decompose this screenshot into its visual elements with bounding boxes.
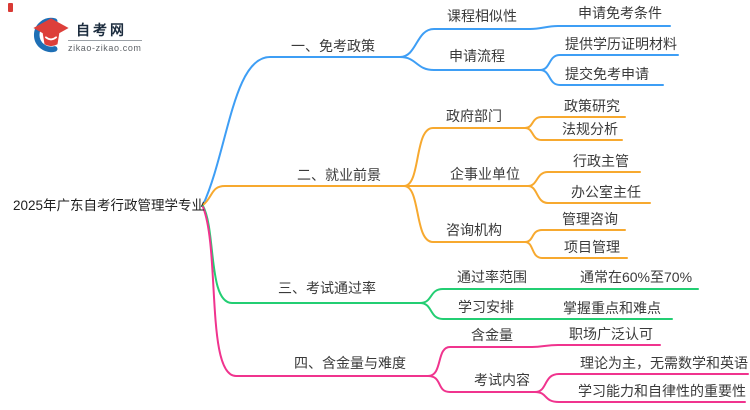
- connector-branch4-child2: [427, 375, 536, 393]
- child-node-1-1: 课程相似性: [447, 8, 517, 24]
- leaf-node-1-2-1: 提供学历证明材料: [565, 36, 677, 52]
- leaf-node-1-1-1: 申请免考条件: [578, 5, 662, 21]
- child-node-2-1: 政府部门: [446, 108, 502, 124]
- connector-branch1-leaf1-1: [529, 25, 671, 30]
- branch1-connectors: [202, 25, 679, 206]
- leaf-node-3-2-1: 掌握重点和难点: [563, 300, 661, 316]
- leaf-node-2-3-2: 项目管理: [564, 239, 620, 255]
- connector-branch2-leaf2-2: [527, 185, 651, 204]
- connector-branch1-child1: [399, 28, 531, 58]
- leaf-node-3-1-1: 通常在60%至70%: [579, 269, 693, 285]
- branch-node-3: 三、考试通过率: [278, 280, 376, 296]
- child-node-2-2: 企事业单位: [450, 166, 520, 182]
- leaf-node-1-2-2: 提交免考申请: [565, 66, 649, 82]
- branch-node-2: 二、就业前景: [297, 167, 381, 183]
- brand-name: 自考网: [76, 22, 127, 38]
- connector-branch2-child3: [403, 185, 526, 243]
- corner-red-mark: [8, 3, 13, 12]
- connector-branch1-trunk: [202, 56, 401, 206]
- leaf-node-4-2-2: 学习能力和自律性的重要性: [578, 383, 746, 399]
- brand-divider: [68, 40, 142, 41]
- connector-branch2-leaf1-2: [524, 127, 623, 141]
- connector-branch4-leaf2-2: [534, 391, 746, 403]
- connector-branch4-leaf1-1: [531, 344, 661, 348]
- site-logo: 自考网 zikao-zikao.com: [26, 14, 156, 62]
- leaf-node-4-1-1: 职场广泛认可: [569, 326, 653, 342]
- connector-branch4-child1: [427, 346, 533, 377]
- connector-branch1-child2: [399, 56, 541, 71]
- leaf-node-2-2-2: 办公室主任: [571, 184, 641, 200]
- root-node: 2025年广东自考行政管理学专业: [13, 198, 206, 213]
- branch-node-4: 四、含金量与难度: [294, 355, 406, 371]
- graduation-cap-logo-icon: [33, 17, 69, 53]
- child-node-4-2: 考试内容: [474, 372, 530, 388]
- child-node-3-1: 通过率范围: [457, 269, 527, 285]
- connector-branch1-leaf2-2: [539, 69, 664, 86]
- connector-branch3-child2: [419, 302, 536, 320]
- leaf-node-4-2-1: 理论为主，无需数学和英语: [580, 355, 748, 371]
- branch4-connectors: [202, 206, 749, 403]
- leaf-node-2-1-2: 法规分析: [562, 121, 618, 137]
- connector-branch4-leaf2-1: [534, 373, 749, 393]
- child-node-4-1: 含金量: [471, 327, 513, 343]
- connector-branch2-trunk: [202, 185, 405, 206]
- brand-domain: zikao-zikao.com: [68, 43, 142, 53]
- connector-branch2-leaf3-2: [524, 241, 628, 259]
- connector-branch2-child1: [403, 127, 526, 187]
- child-node-1-2: 申请流程: [449, 48, 505, 64]
- leaf-node-2-1-1: 政策研究: [564, 98, 620, 114]
- connector-branch4-trunk: [202, 206, 429, 377]
- logo-cap-smile: [44, 36, 58, 41]
- child-node-2-3: 咨询机构: [446, 222, 502, 238]
- leaf-node-2-2-1: 行政主管: [573, 153, 629, 169]
- branch2-connectors: [202, 116, 651, 259]
- branch-node-1: 一、免考政策: [291, 38, 375, 54]
- child-node-3-2: 学习安排: [458, 299, 514, 315]
- leaf-node-2-3-1: 管理咨询: [562, 211, 618, 227]
